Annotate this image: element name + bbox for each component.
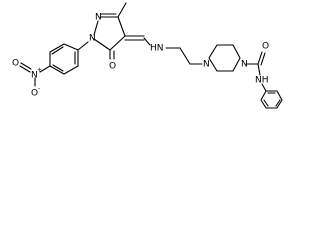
bond-c-nh: [257, 63, 261, 76]
atom-o-nitro-2: O: [31, 89, 38, 99]
atom-o-nitro-1: O: [12, 59, 19, 69]
bond-methyl: [117, 2, 127, 18]
atom-n-piperazine-4: N: [241, 60, 248, 70]
nitrophenyl-double-1: [51, 46, 64, 55]
phenyl-right-double-1: [263, 99, 269, 107]
atom-n-ring: N: [95, 13, 102, 23]
atom-labels: N N O HN N N O NH N + O O -: [12, 13, 269, 99]
bond-ch-nh: [143, 37, 151, 46]
atom-hn: HN: [150, 44, 164, 54]
atom-n-nitro-charge: +: [37, 67, 42, 74]
bond-nitro-o1: [19, 65, 31, 73]
phenyl-right-ring: [260, 90, 283, 109]
bond-aryl-nitro: [39, 65, 51, 73]
bonds: [19, 2, 283, 109]
atom-o-urea: O: [262, 42, 269, 52]
atom-n-nitro: N: [31, 71, 38, 81]
bond-n1-n2: [93, 20, 99, 36]
atom-n1: N: [89, 34, 96, 44]
atom-nh-amide: NH: [255, 76, 269, 86]
bond-c3-c4: [117, 16, 126, 37]
bond-c5-n1: [93, 38, 111, 51]
atom-n-piperazine-1: N: [203, 60, 210, 70]
bond-n1-aryl: [77, 41, 89, 51]
nitrophenyl-ring: [49, 43, 79, 75]
piperazine-ring: [208, 44, 241, 72]
bond-c4-c5: [109, 35, 126, 51]
bond-c-o-urea-double: [260, 52, 266, 66]
bond-nh-phenyl: [261, 83, 267, 92]
phenyl-right-double-2: [275, 99, 281, 107]
bond-c-o-urea: [257, 51, 263, 65]
atom-o-ring: O: [109, 62, 116, 72]
nitrophenyl-double-2: [52, 64, 64, 72]
chemical-structure-diagram: N N O HN N N O NH N + O O -: [12, 2, 283, 109]
bond-ch2-ch2: [179, 47, 191, 65]
bond-nitro-o1-double: [20, 62, 32, 70]
atom-o-nitro-2-charge: -: [38, 86, 40, 93]
